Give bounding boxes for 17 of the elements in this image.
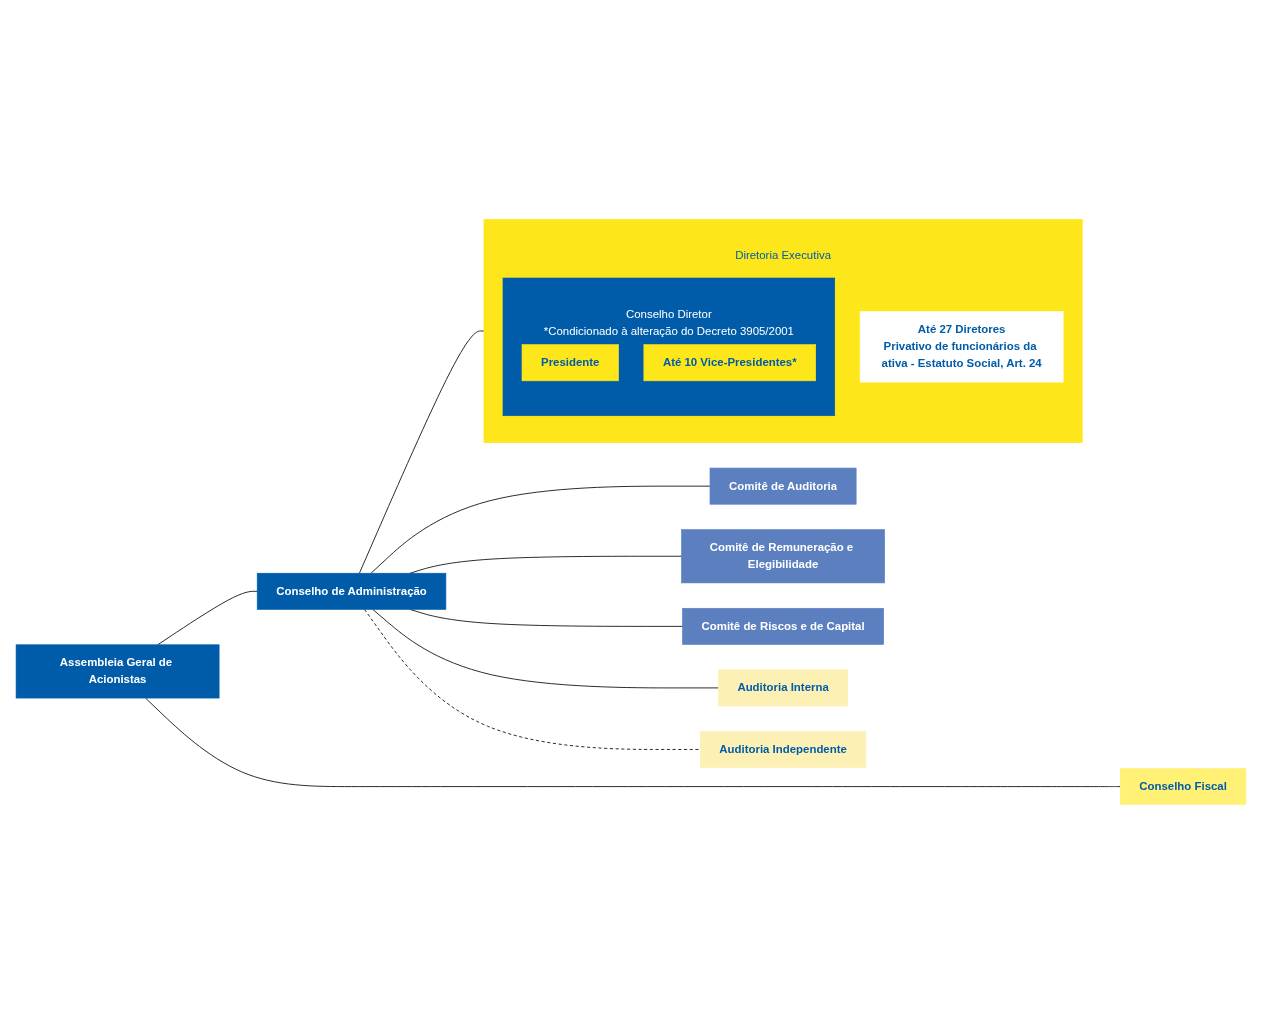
node-box: Conselho Fiscal (1119, 767, 1247, 805)
node-box: Comitê de Auditoria (709, 467, 857, 505)
node-box: Comitê de Riscos e de Capital (682, 607, 884, 645)
connector (409, 608, 683, 627)
node-box: Assembleia Geral de Acionistas (15, 643, 220, 698)
node-box: Conselho de Administração (256, 572, 447, 610)
connector (358, 330, 485, 574)
connector (157, 590, 258, 645)
connector (145, 697, 1121, 787)
connector (370, 485, 711, 574)
node-box: Auditoria Interna (718, 669, 849, 706)
node-box: Presidente (521, 343, 619, 381)
node-box: Até 10 Vice-Presidentes* (643, 343, 816, 381)
node-box: Até 27 Diretores Privativo de funcionários da ativa - Estatuto Social, Art. 24 (859, 310, 1064, 382)
connector (372, 608, 719, 688)
node-box: Auditoria Independente (699, 730, 867, 768)
node-box: Comitê de Remuneração e Elegibilidade (681, 528, 885, 583)
